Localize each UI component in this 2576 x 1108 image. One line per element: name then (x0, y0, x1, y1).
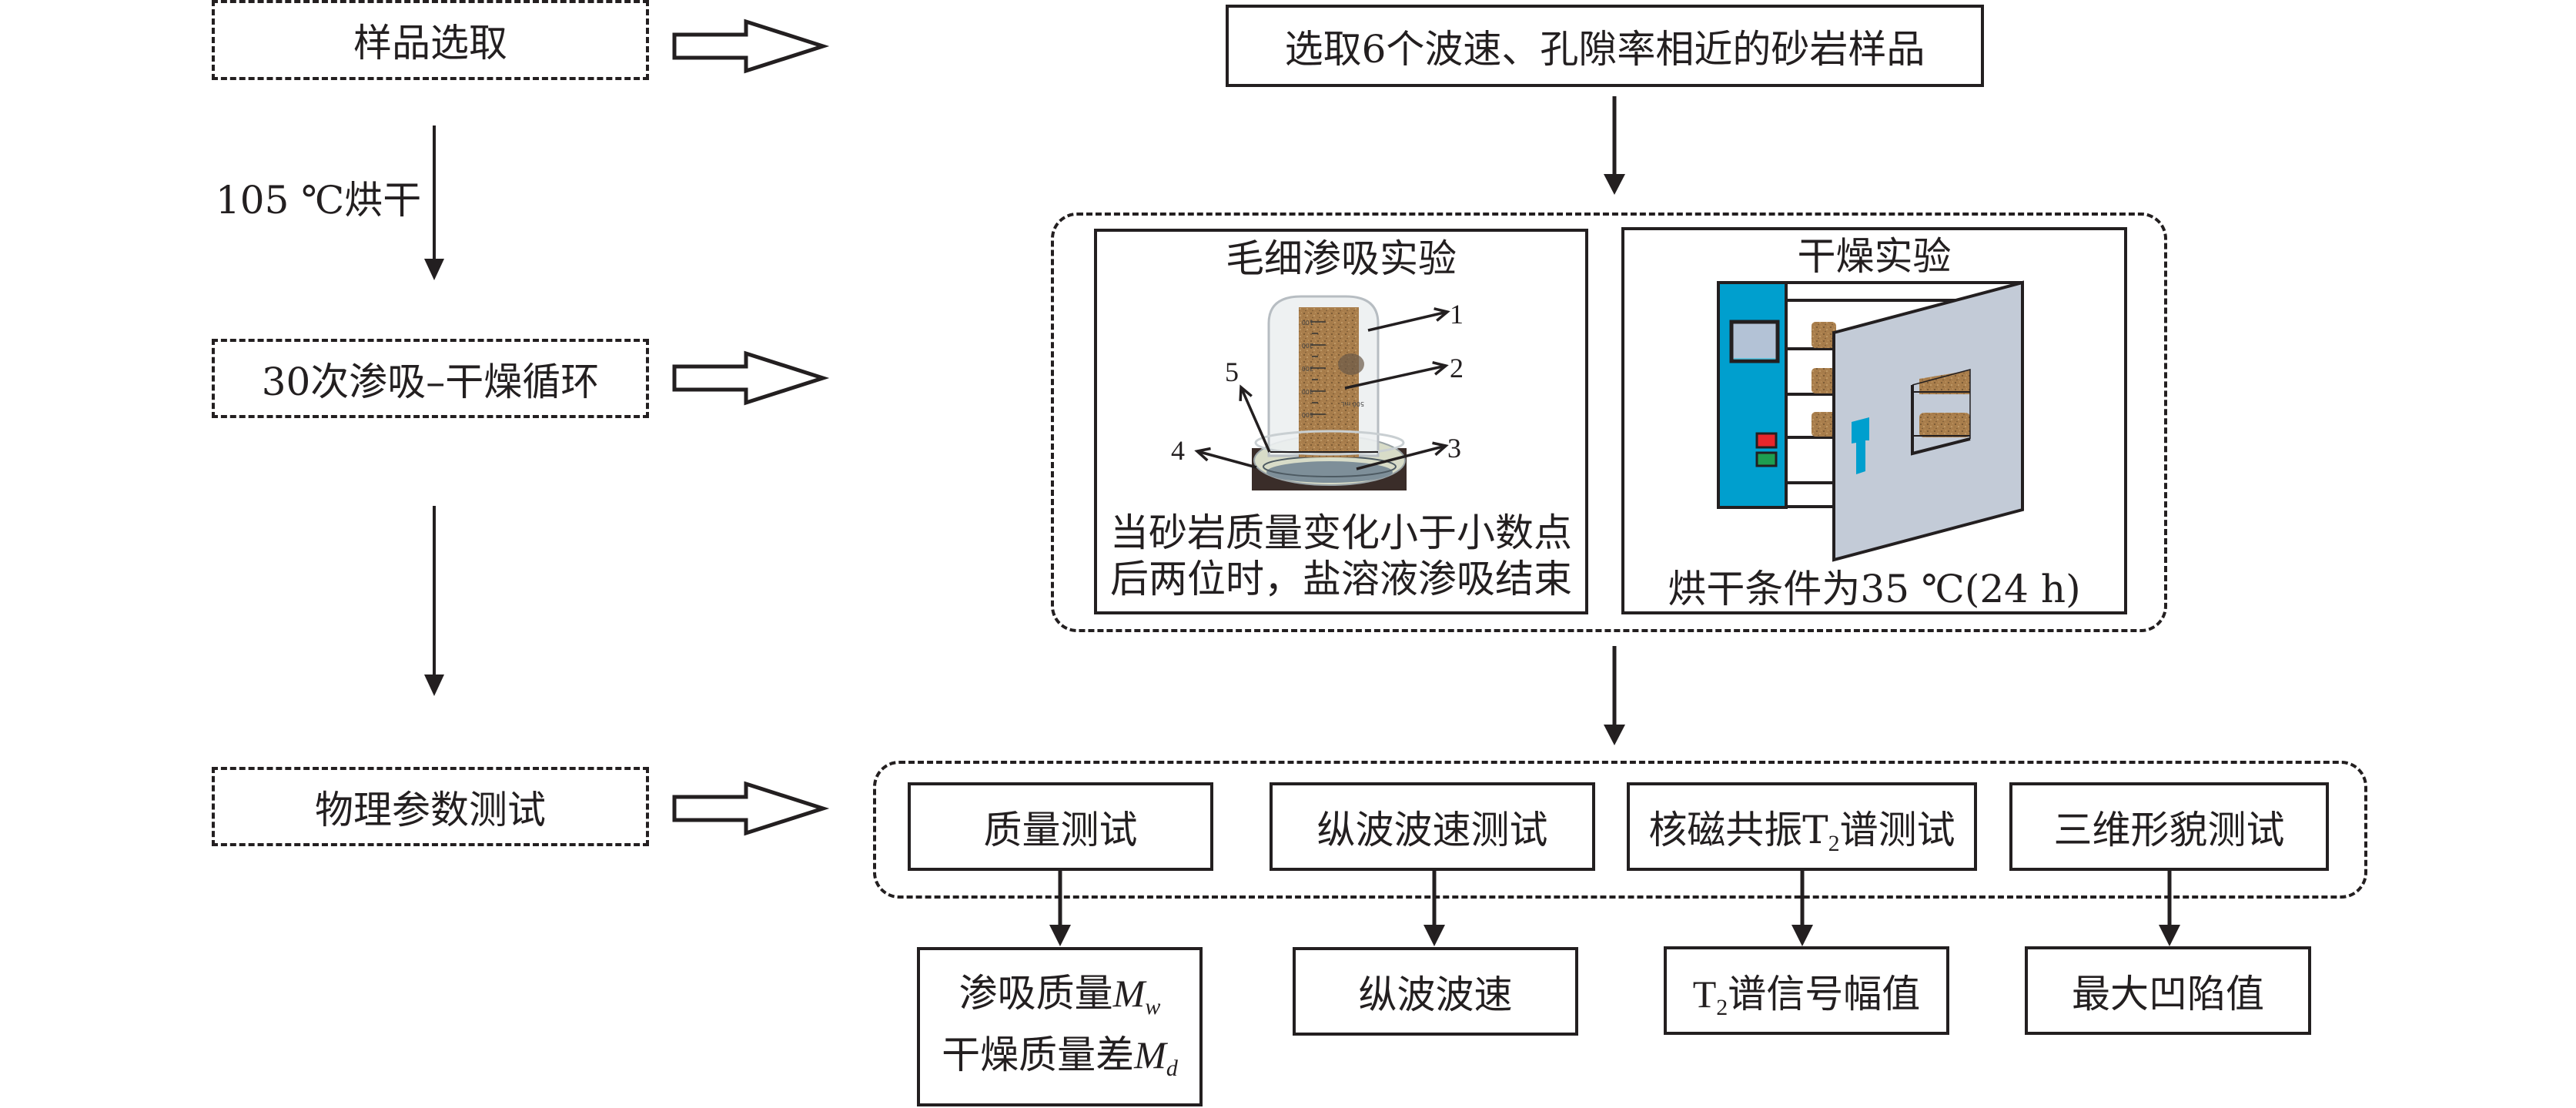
result-mass: 渗吸质量Mw 干燥质量差Md (917, 947, 1203, 1106)
result-label: 最大凹陷值 (2072, 971, 2264, 1016)
test-nmr-t2-spectrum: 核磁共振T2谱测试 (1627, 782, 1977, 871)
hollow-arrow-right-icon (672, 350, 830, 406)
callout-label-3: 3 (1447, 433, 1461, 464)
down-arrow-icon (1604, 96, 1625, 195)
capillary-imbibition-illustration: 100 200 300 400 500 500 mL 1 2 3 4 5 (1171, 295, 1464, 490)
sandstone-sample (1812, 412, 1836, 437)
result-t2-signal-amplitude: T2谱信号幅值 (1664, 946, 1949, 1035)
variable-symbol: M (1134, 1033, 1166, 1076)
subscript: w (1145, 994, 1161, 1019)
step-imbibition-drying-cycle: 30次渗吸–干燥循环 (212, 339, 649, 418)
physical-tests-group (873, 761, 2367, 899)
result-line: 渗吸质量Mw (959, 966, 1161, 1027)
test-3d-morphology: 三维形貌测试 (2009, 782, 2329, 871)
caption-line: 当砂岩质量变化小于小数点 (1110, 510, 1572, 555)
graduation-label: 400 (1302, 388, 1313, 395)
callout-arrow-5 (1239, 384, 1271, 453)
step-physical-parameter-test: 物理参数测试 (212, 767, 649, 846)
callout-label-2: 2 (1450, 353, 1464, 383)
result-label: T2谱信号幅值 (1692, 963, 1921, 1021)
red-button-icon (1755, 432, 1778, 449)
result-text: T (1692, 972, 1717, 1016)
result-text: 渗吸质量 (958, 970, 1113, 1016)
graduation-label: 200 (1302, 342, 1313, 349)
result-line: 干燥质量差Md (942, 1027, 1178, 1089)
test-label: 纵波波速测试 (1316, 807, 1548, 852)
sample-selection-label: 选取6个波速、孔隙率相近的砂岩样品 (1284, 26, 1925, 72)
result-text: 谱信号幅值 (1728, 971, 1921, 1016)
oven-display-screen (1729, 320, 1780, 363)
capillary-imbibition-title: 毛细渗吸实验 (1226, 236, 1457, 281)
test-mass: 质量测试 (908, 782, 1213, 871)
drying-condition-label: 105 ℃烘干 (216, 178, 422, 223)
callout-label-4: 4 (1171, 435, 1185, 466)
down-arrow-icon (1604, 646, 1625, 745)
step-sample-selection: 样品选取 (212, 0, 649, 80)
test-label-text: 核磁共振T (1648, 807, 1828, 852)
step-label: 30次渗吸–干燥循环 (261, 359, 600, 404)
variable-symbol: M (1112, 971, 1146, 1015)
sandstone-sample (1919, 413, 1970, 437)
down-arrow-icon (2159, 871, 2180, 946)
capillary-imbibition-panel (1094, 229, 1588, 614)
window-frame (1911, 385, 1971, 456)
result-p-wave-velocity: 纵波波速 (1293, 947, 1578, 1036)
graduation-label: 500 (1302, 411, 1313, 418)
down-arrow-icon (424, 506, 444, 696)
test-label: 核磁共振T2谱测试 (1648, 799, 1955, 857)
graduation-marks (1310, 321, 1326, 415)
green-button-icon (1755, 451, 1778, 467)
door-handle-icon (1852, 417, 1869, 474)
window-frame-thin (1912, 369, 1971, 439)
test-label: 三维形貌测试 (2053, 807, 2285, 852)
drying-caption: 烘干条件为35 ℃(24 h) (1668, 567, 2081, 611)
drying-oven-illustration (1717, 280, 2024, 562)
callout-arrow-1 (1367, 307, 1450, 332)
dish-rim (1254, 430, 1405, 456)
down-arrow-icon (1791, 871, 1813, 946)
step-label: 样品选取 (353, 21, 507, 65)
down-arrow-icon (1049, 871, 1071, 946)
sandstone-sample (1812, 368, 1836, 393)
callout-arrow-4 (1194, 447, 1257, 469)
test-label-text: 谱测试 (1839, 807, 1955, 852)
hollow-arrow-right-icon (672, 18, 830, 74)
test-p-wave-velocity: 纵波波速测试 (1270, 782, 1595, 871)
down-arrow-icon (424, 126, 444, 280)
sandstone-sample (1919, 370, 1970, 394)
callout-label-5: 5 (1225, 357, 1239, 387)
graduation-label: 300 (1302, 365, 1313, 372)
down-arrow-icon (1423, 871, 1445, 946)
jar-volume-label: 500 mL (1340, 400, 1364, 407)
sample-selection-box: 选取6个波速、孔隙率相近的砂岩样品 (1226, 5, 1984, 87)
graduation-label: 100 (1302, 319, 1313, 326)
core-label-sticker (1338, 353, 1364, 375)
hollow-arrow-right-icon (672, 781, 830, 836)
subscript: d (1166, 1056, 1178, 1081)
result-max-depression: 最大凹陷值 (2025, 946, 2311, 1035)
drying-experiment-panel (1621, 227, 2127, 614)
subscript: 2 (1828, 831, 1840, 856)
caption-line: 后两位时，盐溶液渗吸结束 (1110, 557, 1572, 601)
callout-arrow-3 (1356, 441, 1449, 470)
result-text: 干燥质量差 (942, 1032, 1135, 1077)
sandstone-sample (1812, 322, 1836, 348)
callout-arrow-2 (1344, 360, 1449, 390)
step-label: 物理参数测试 (315, 787, 546, 832)
cycle-experiments-group (1051, 213, 2167, 632)
subscript: 2 (1716, 995, 1728, 1020)
result-label: 纵波波速 (1358, 972, 1513, 1017)
test-label: 质量测试 (983, 807, 1138, 852)
capillary-caption: 当砂岩质量变化小于小数点 后两位时，盐溶液渗吸结束 (1094, 510, 1588, 602)
callout-label-1: 1 (1450, 299, 1464, 330)
drying-experiment-title: 干燥实验 (1797, 234, 1952, 279)
